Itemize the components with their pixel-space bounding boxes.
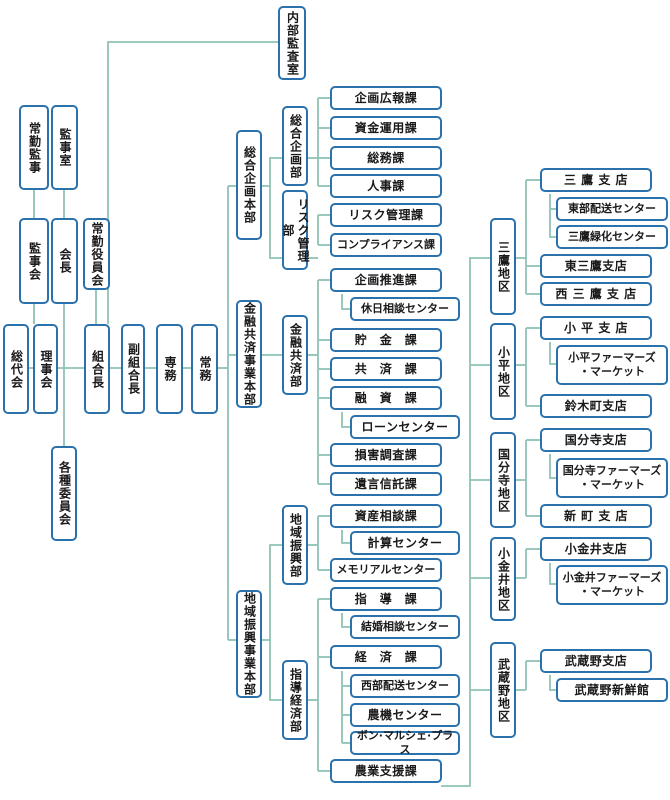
kinyu-kyosaibu-box: 金融共済部 [282,315,308,395]
kaicho-box: 会長 [51,218,78,304]
musashino-shiten-box: 武蔵野支店 [540,649,652,673]
musashino-shinsenkan-box: 武蔵野新鮮館 [556,678,668,702]
risk-kanrika-box: リスク管理課 [330,203,442,227]
kekkon-center-box: 結婚相談センター [350,615,460,639]
kikaku-kohoka-box: 企画広報課 [330,86,442,110]
shidoka-box: 指 導 課 [330,587,442,611]
mitaka-ryokka-box: 三鷹緑化センター [556,225,668,249]
naibu-kansashitsu-box: 内部監査室 [278,6,306,80]
higashi-mitaka-box: 東三鷹支店 [540,254,652,278]
risk-kanribu-box: リスク管理部 [281,190,310,270]
mitaka-chiku-box: 三鷹地区 [490,218,516,315]
chiiki-shinko-honbu-box: 地域振興事業本部 [236,590,262,698]
kodaira-fm-box: 小平ファーマーズ ・マーケット [556,345,668,385]
somuka-box: 総務課 [330,146,442,170]
keisan-center-box: 計算センター [350,531,460,555]
kyosaika-box: 共 済 課 [330,357,442,381]
line-risk-bu [269,186,282,259]
loan-center-box: ローンセンター [350,415,460,439]
keizaika-box: 経 済 課 [330,645,442,669]
line-chiiki-bu [262,544,282,641]
kokubunji-chiku-box: 国分寺地区 [490,432,516,528]
shinmachi-box: 新 町 支 店 [540,504,652,528]
memorial-center-box: メモリアルセンター [330,558,442,582]
jinjika-box: 人事課 [330,174,442,198]
kumiaicho-box: 組合長 [84,324,110,414]
jokin-yakuinkai-box: 常勤役員会 [83,218,110,290]
seibu-haiso-box: 西部配送センター [350,674,460,698]
tobu-haiso-box: 東部配送センター [556,197,668,221]
koganei-chiku-box: 小金井地区 [490,537,516,621]
sogo-kikakubu-box: 総合企画部 [282,106,308,186]
line-shido-bu [269,640,282,701]
line-sogo-bu [262,157,282,187]
mitaka-shiten-box: 三 鷹 支 店 [540,168,652,192]
songai-chosaka-box: 損害調査課 [330,443,442,467]
kinyu-kyosai-honbu-box: 金融共済事業本部 [236,300,262,408]
koganei-fm-box: 小金井ファーマーズ ・マーケット [556,565,668,605]
koganei-shiten-box: 小金井支店 [540,537,652,561]
fuku-kumiaicho-box: 副組合長 [121,324,145,414]
sogo-kikaku-honbu-box: 総合企画本部 [236,130,262,240]
yushika-box: 融 資 課 [330,386,442,410]
rijikai-box: 理事会 [33,324,58,414]
senmu-box: 専務 [156,324,183,414]
compliance-ka-box: コンプライアンス課 [330,233,442,257]
nogyo-shienka-box: 農業支援課 [330,759,442,783]
kyujitsu-center-box: 休日相談センター [350,297,460,321]
nishi-mitaka-box: 西 三 鷹 支 店 [540,282,652,306]
kanjikai-box: 監事会 [19,218,49,304]
chokinka-box: 貯 金 課 [330,328,442,352]
kokubunji-shiten-box: 国分寺支店 [540,428,652,452]
kakushu-iinkai-box: 各種委員会 [51,446,77,541]
shido-keizaibu-box: 指導経済部 [282,660,308,740]
kokubunji-fm-box: 国分寺ファーマーズ ・マーケット [556,458,668,498]
kanjishitsu-box: 監事室 [51,105,78,190]
shisan-sodanka-box: 資産相談課 [330,504,442,528]
bon-marche-box: ボン·マルシェ·プラス [350,729,460,756]
line-region-spine [441,257,490,787]
jokin-kanji-box: 常勤監事 [19,105,49,190]
musashino-chiku-box: 武蔵野地区 [490,642,516,738]
kodaira-shiten-box: 小 平 支 店 [540,316,652,340]
kikaku-suishinka-box: 企画推進課 [330,268,442,292]
kodaira-chiku-box: 小平地区 [490,323,516,420]
jomu-box: 常務 [191,324,218,414]
suzukicho-box: 鈴木町支店 [540,394,652,418]
chiiki-shinkobu-box: 地域振興部 [282,505,308,585]
igon-shintakuka-box: 遺言信託課 [330,472,442,496]
shikin-unyoka-box: 資金運用課 [330,116,442,140]
sodaikai-box: 総代会 [3,324,29,414]
noki-center-box: 農機センター [350,703,460,727]
